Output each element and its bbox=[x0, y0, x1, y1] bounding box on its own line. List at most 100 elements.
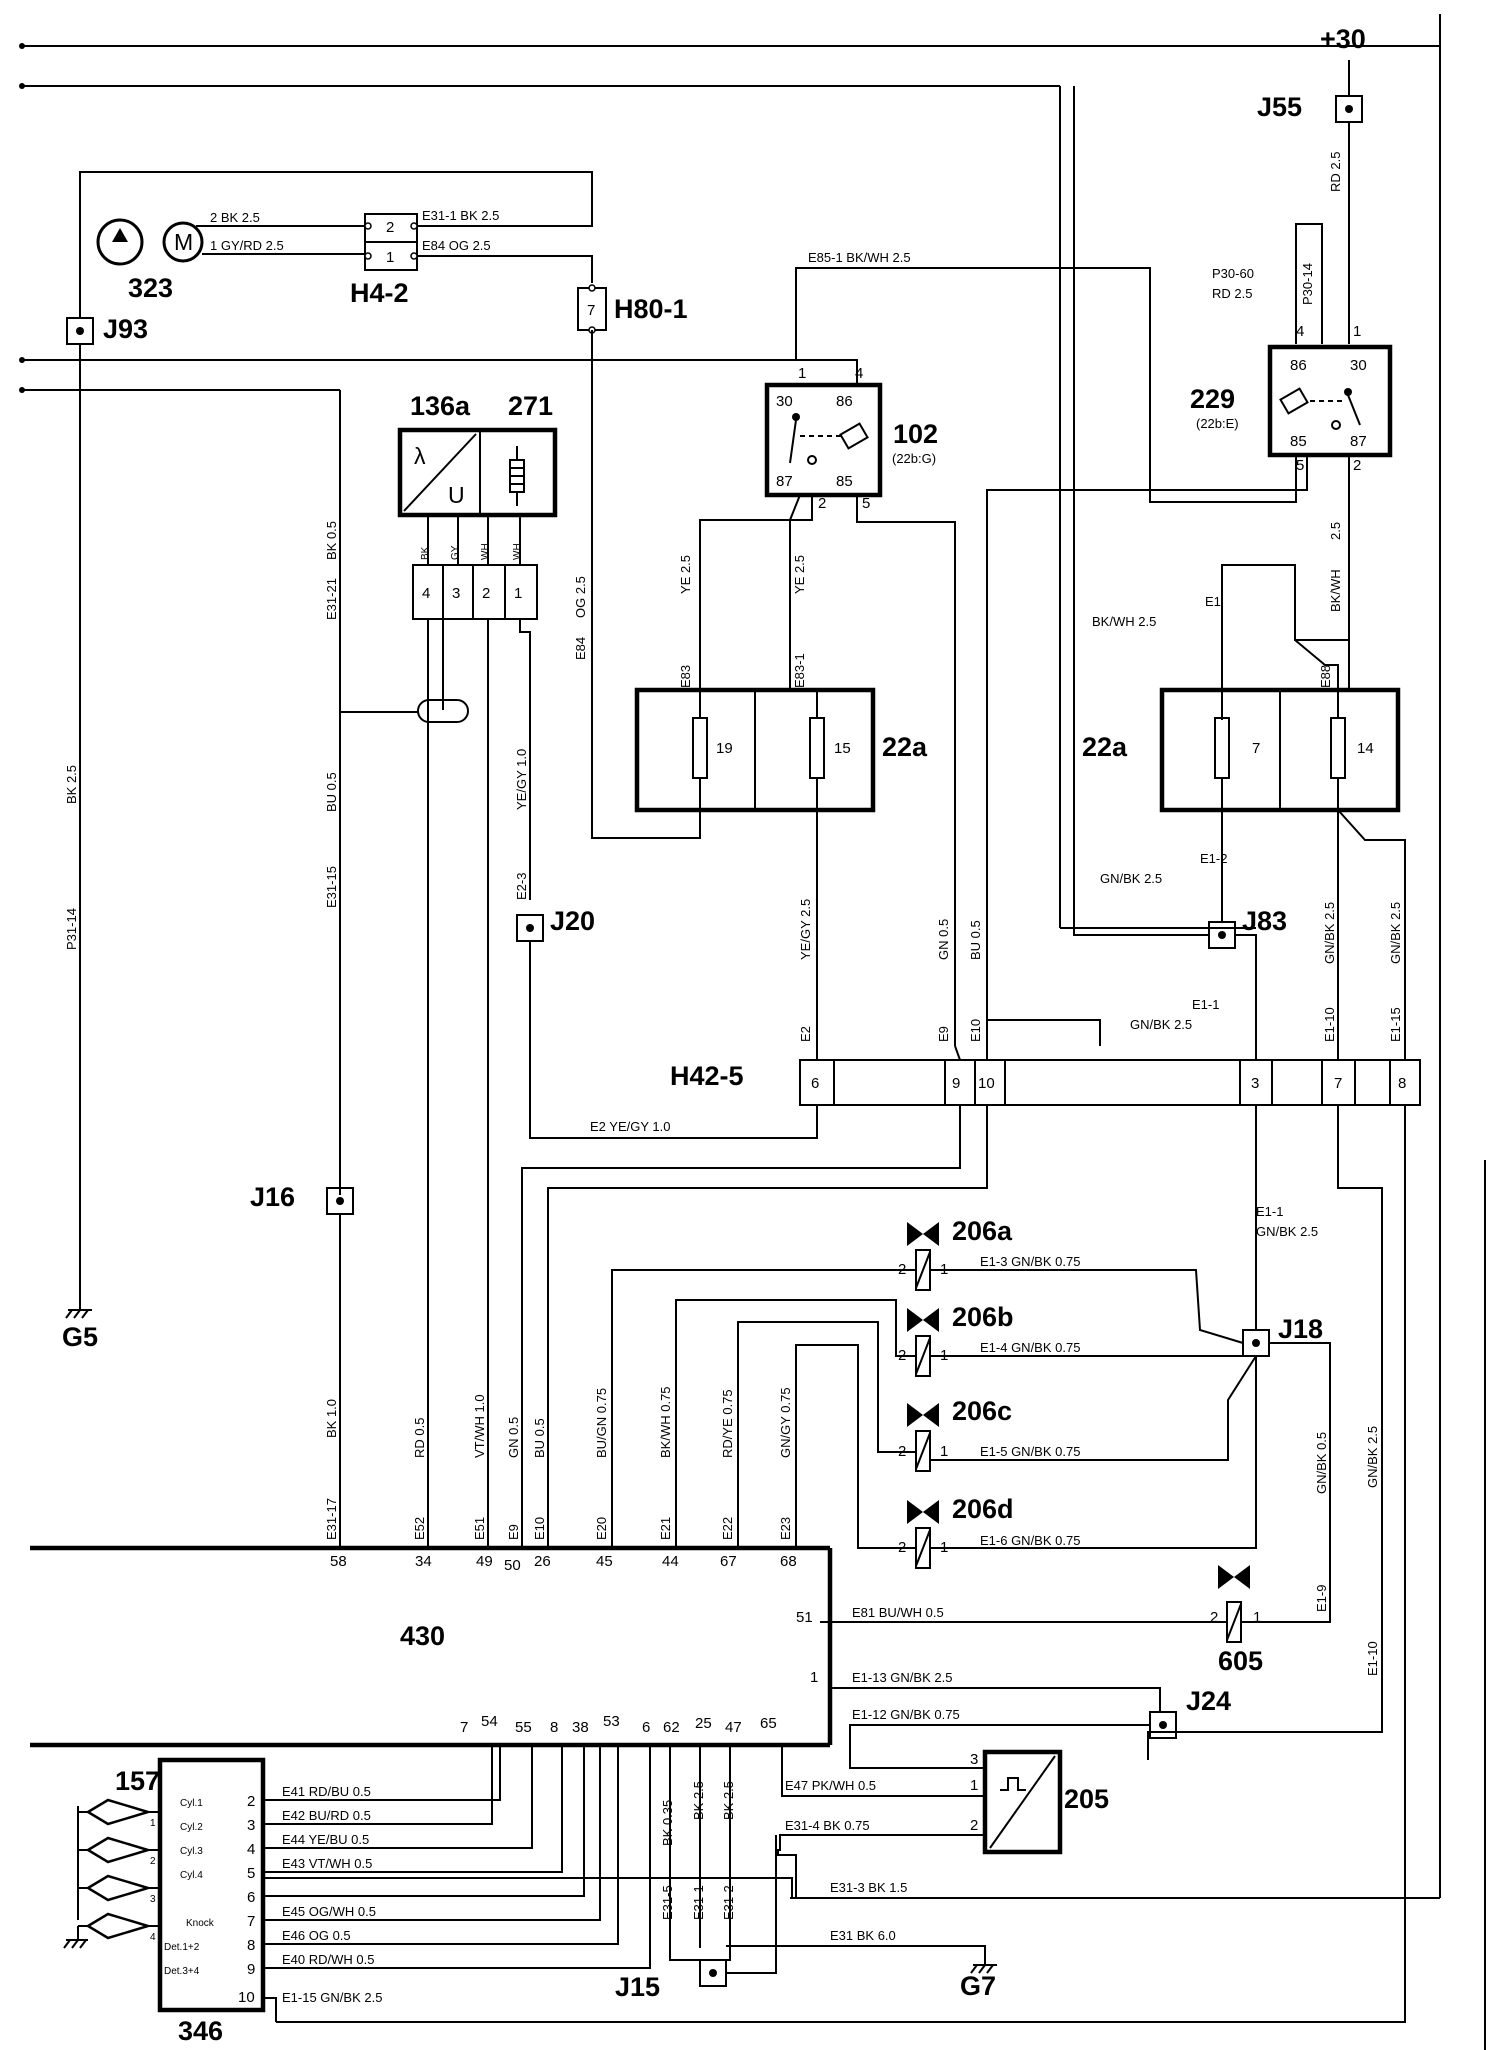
wire-label-e31-4: E31-4 BK 0.75 bbox=[785, 1818, 870, 1833]
injector-206c-label: 206c bbox=[952, 1396, 1012, 1426]
wire-label-e52: E52 bbox=[412, 1517, 427, 1540]
wire-label-bk-25-c: BK 2.5 bbox=[691, 1781, 706, 1820]
sensor-205 bbox=[982, 1749, 1063, 1855]
wire-label-bk-05: BK 0.5 bbox=[324, 521, 339, 560]
svg-text:M: M bbox=[174, 229, 193, 255]
wire-label-e1-15: E1-15 bbox=[1388, 1007, 1403, 1042]
svg-text:9: 9 bbox=[952, 1075, 960, 1092]
svg-text:Cyl.2: Cyl.2 bbox=[180, 1822, 203, 1833]
svg-text:5: 5 bbox=[862, 495, 870, 512]
wire-label-gngy: GN/GY 0.75 bbox=[778, 1387, 793, 1458]
wire-label-e1-1b-gnbk: GN/BK 2.5 bbox=[1256, 1224, 1318, 1239]
injector-206d bbox=[907, 1500, 939, 1569]
fusebox-22a-left-label: 22a bbox=[882, 732, 928, 762]
svg-text:67: 67 bbox=[720, 1553, 737, 1570]
wire-label-e10-v: E10 bbox=[968, 1019, 983, 1042]
svg-text:65: 65 bbox=[760, 1715, 777, 1732]
relay-102: 30 86 87 85 1 4 2 5 bbox=[764, 365, 883, 512]
wire-label-e1-4: E1-4 GN/BK 0.75 bbox=[980, 1340, 1080, 1355]
svg-text:4: 4 bbox=[150, 1932, 156, 1943]
svg-text:5: 5 bbox=[247, 1865, 255, 1882]
wire-label-gnbk-25-a: GN/BK 2.5 bbox=[1322, 902, 1337, 964]
wire-label-e31-g7: E31 BK 6.0 bbox=[830, 1928, 896, 1943]
svg-text:7: 7 bbox=[587, 302, 595, 319]
svg-text:3: 3 bbox=[247, 1817, 255, 1834]
wire-label-gn-05: GN 0.5 bbox=[936, 919, 951, 960]
wire-label-e1-10b: E1-10 bbox=[1365, 1641, 1380, 1676]
wire-label-e40: E40 RD/WH 0.5 bbox=[282, 1952, 374, 1967]
wire-label-e88: E88 bbox=[1318, 665, 1333, 688]
wire-label-bu-05c: BU 0.5 bbox=[532, 1418, 547, 1458]
svg-text:45: 45 bbox=[596, 1553, 613, 1570]
svg-text:7: 7 bbox=[247, 1913, 255, 1930]
svg-text:2: 2 bbox=[482, 585, 490, 602]
wire-label-j55-rd: RD 2.5 bbox=[1328, 152, 1343, 192]
wire-label-gn-05b: GN 0.5 bbox=[506, 1417, 521, 1458]
svg-text:2: 2 bbox=[1353, 457, 1361, 474]
junction-j83-label: J83 bbox=[1242, 906, 1287, 936]
wire-label-e1-2: E1-2 bbox=[1200, 851, 1227, 866]
fusebox-22a-right: 7 14 bbox=[1159, 687, 1401, 813]
injector-206a-label: 206a bbox=[952, 1216, 1013, 1246]
wire-label-e85-1: E85-1 BK/WH 2.5 bbox=[808, 250, 911, 265]
wire-label-p30-60-rd: RD 2.5 bbox=[1212, 286, 1252, 301]
wire-label-e42: E42 BU/RD 0.5 bbox=[282, 1808, 371, 1823]
svg-text:34: 34 bbox=[415, 1553, 432, 1570]
valve-605 bbox=[1218, 1565, 1250, 1643]
wire-label-e1-9: E1-9 bbox=[1314, 1585, 1329, 1612]
junction-j15-label: J15 bbox=[615, 1972, 660, 2002]
svg-text:WH: WH bbox=[512, 543, 523, 560]
junction-j55-label: J55 bbox=[1257, 92, 1302, 122]
svg-text:87: 87 bbox=[1350, 433, 1367, 450]
svg-text:86: 86 bbox=[836, 393, 853, 410]
svg-text:1: 1 bbox=[1253, 1609, 1261, 1626]
sensor-connector bbox=[412, 564, 538, 620]
wire-label-p31-14: P31-14 bbox=[64, 908, 79, 950]
svg-text:WH: WH bbox=[480, 543, 491, 560]
wire-label-bk-25-d: BK 2.5 bbox=[721, 1781, 736, 1820]
wire-label-e83-1: E83-1 bbox=[792, 653, 807, 688]
svg-text:2: 2 bbox=[1210, 1609, 1218, 1626]
svg-text:14: 14 bbox=[1357, 740, 1374, 757]
relay-229-ref: (22b:E) bbox=[1196, 416, 1239, 431]
wire-label-bu-05: BU 0.5 bbox=[324, 772, 339, 812]
wire-label-e1-1-gnbk: GN/BK 2.5 bbox=[1130, 1017, 1192, 1032]
wire-label-e10b: E10 bbox=[532, 1517, 547, 1540]
o2-sensor-136a bbox=[397, 427, 558, 518]
svg-text:38: 38 bbox=[572, 1719, 589, 1736]
svg-text:3: 3 bbox=[150, 1894, 156, 1905]
svg-text:BK: BK bbox=[420, 546, 431, 560]
wire-label-e9-v: E9 bbox=[936, 1026, 951, 1042]
svg-text:1: 1 bbox=[386, 249, 394, 266]
svg-text:7: 7 bbox=[1252, 740, 1260, 757]
wire-label-e23: E23 bbox=[778, 1517, 793, 1540]
svg-text:49: 49 bbox=[476, 1553, 493, 1570]
wire-label-e1-1: E1-1 bbox=[1192, 997, 1219, 1012]
wire-label-e1-3: E1-3 GN/BK 0.75 bbox=[980, 1254, 1080, 1269]
wire-label-bkwh-075: BK/WH 0.75 bbox=[658, 1386, 673, 1458]
svg-text:9: 9 bbox=[247, 1961, 255, 1978]
injector-206d-label: 206d bbox=[952, 1494, 1014, 1524]
svg-text:7: 7 bbox=[1334, 1075, 1342, 1092]
ground-g5-label: G5 bbox=[62, 1322, 98, 1352]
wire-label-e1-15b: E1-15 GN/BK 2.5 bbox=[282, 1990, 382, 2005]
wire-label-yegy-25: YE/GY 2.5 bbox=[798, 899, 813, 960]
svg-text:10: 10 bbox=[238, 1989, 255, 2006]
wire-label-e31-15: E31-15 bbox=[324, 866, 339, 908]
wire-label-bk-10: BK 1.0 bbox=[324, 1399, 339, 1438]
wire-label-e31-17: E31-17 bbox=[324, 1498, 339, 1540]
wire-label-e31-1: E31-1 BK 2.5 bbox=[422, 208, 499, 223]
wire-label-bu-05b: BU 0.5 bbox=[968, 920, 983, 960]
svg-text:1: 1 bbox=[514, 585, 522, 602]
knock-157-label: 157 bbox=[115, 1766, 160, 1796]
heater-271-label: 271 bbox=[508, 391, 553, 421]
wire-label-e1-13: E1-13 GN/BK 2.5 bbox=[852, 1670, 952, 1685]
wire-label-e83: E83 bbox=[678, 665, 693, 688]
svg-text:1: 1 bbox=[970, 1777, 978, 1794]
wire-label-e31-21: E31-21 bbox=[324, 578, 339, 620]
svg-text:30: 30 bbox=[776, 393, 793, 410]
svg-text:1: 1 bbox=[150, 1818, 156, 1829]
injector-206a bbox=[907, 1222, 939, 1291]
wire-label-e41: E41 RD/BU 0.5 bbox=[282, 1784, 371, 1799]
svg-text:4: 4 bbox=[1296, 323, 1304, 340]
